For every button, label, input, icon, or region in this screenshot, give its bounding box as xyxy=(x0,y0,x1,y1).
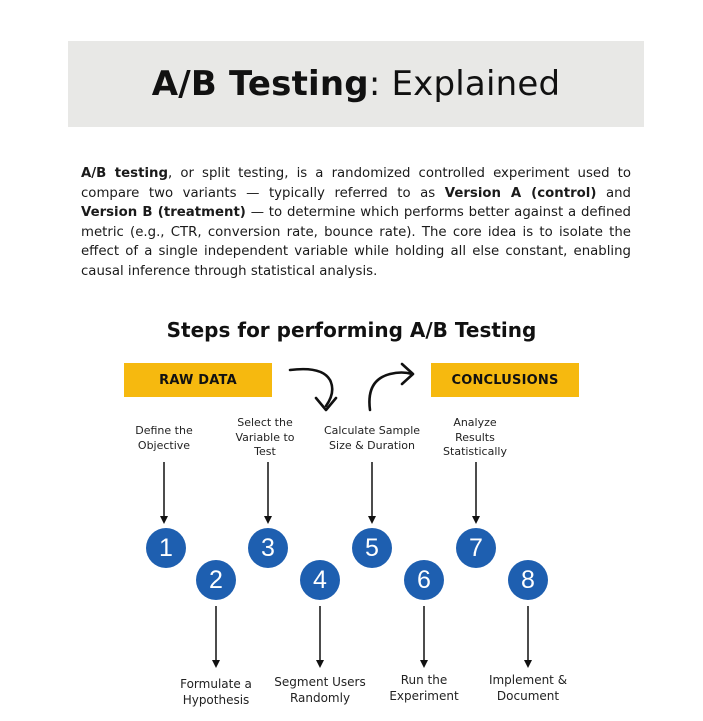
step-7-circle: 7 xyxy=(456,528,496,568)
intro-version-a: Version A (control) xyxy=(444,185,597,201)
intro-version-b: Version B (treatment) xyxy=(81,205,246,221)
step-2-label: Formulate a Hypothesis xyxy=(161,676,271,708)
intro-paragraph: A/B testing, or split testing, is a rand… xyxy=(81,164,631,282)
step-8-circle: 8 xyxy=(508,560,548,600)
step-8-label-line2: Document xyxy=(496,689,560,703)
conclusions-tag: CONCLUSIONS xyxy=(431,363,579,397)
intro-text-2: — to determine which performs better aga… xyxy=(81,205,631,279)
step-3-label: Select the Variable to Test xyxy=(210,416,320,460)
step-6-label-line1: Run the xyxy=(400,673,448,687)
step-4-label-line1: Segment Users xyxy=(274,675,366,689)
step-8-label-line1: Implement & xyxy=(488,673,568,687)
step-4-label: Segment Users Randomly xyxy=(260,674,380,706)
step-2-label-line1: Formulate a xyxy=(180,677,252,691)
step-6-circle: 6 xyxy=(404,560,444,600)
page-title: A/B Testing: Explained xyxy=(152,64,561,104)
intro-term: A/B testing xyxy=(81,166,168,181)
step-7-label: Analyze Results Statistically xyxy=(420,416,530,460)
step-6-label-line2: Experiment xyxy=(389,689,459,703)
page-title-bold: A/B Testing xyxy=(151,64,369,104)
step-2-circle: 2 xyxy=(196,560,236,600)
step-2-label-line2: Hypothesis xyxy=(182,693,250,707)
step-3-label-line1: Select the xyxy=(237,416,293,429)
intro-and: and xyxy=(596,185,631,201)
step-3-label-line3: Test xyxy=(254,445,276,458)
curved-arrow-up-icon xyxy=(368,362,415,412)
steps-heading: Steps for performing A/B Testing xyxy=(166,318,537,342)
title-banner: A/B Testing: Explained xyxy=(68,41,644,127)
step-7-label-line3: Statistically xyxy=(443,445,507,458)
step-7-label-line2: Results xyxy=(455,430,495,444)
step-1-circle: 1 xyxy=(146,528,186,568)
step-3-circle: 3 xyxy=(248,528,288,568)
step-7-label-line1: Analyze xyxy=(453,416,497,429)
curved-arrow-down-icon xyxy=(288,367,338,412)
step-1-label-line2: Objective xyxy=(137,438,191,452)
step-5-label-line1: Calculate Sample xyxy=(323,424,421,437)
step-6-label: Run the Experiment xyxy=(369,672,479,704)
step-5-circle: 5 xyxy=(352,528,392,568)
step-4-label-line2: Randomly xyxy=(289,691,351,705)
intro-text-1: , or split testing, is a randomized cont… xyxy=(81,166,631,201)
step-5-label: Calculate Sample Size & Duration xyxy=(312,424,432,453)
raw-data-tag: RAW DATA xyxy=(124,363,272,397)
step-1-label-line1: Define the xyxy=(135,424,193,437)
step-1-label: Define the Objective xyxy=(109,424,219,453)
step-5-label-line2: Size & Duration xyxy=(329,438,415,452)
step-8-label: Implement & Document xyxy=(473,672,583,704)
page-title-rest: : Explained xyxy=(368,64,561,104)
step-4-circle: 4 xyxy=(300,560,340,600)
step-3-label-line2: Variable to xyxy=(235,430,295,444)
